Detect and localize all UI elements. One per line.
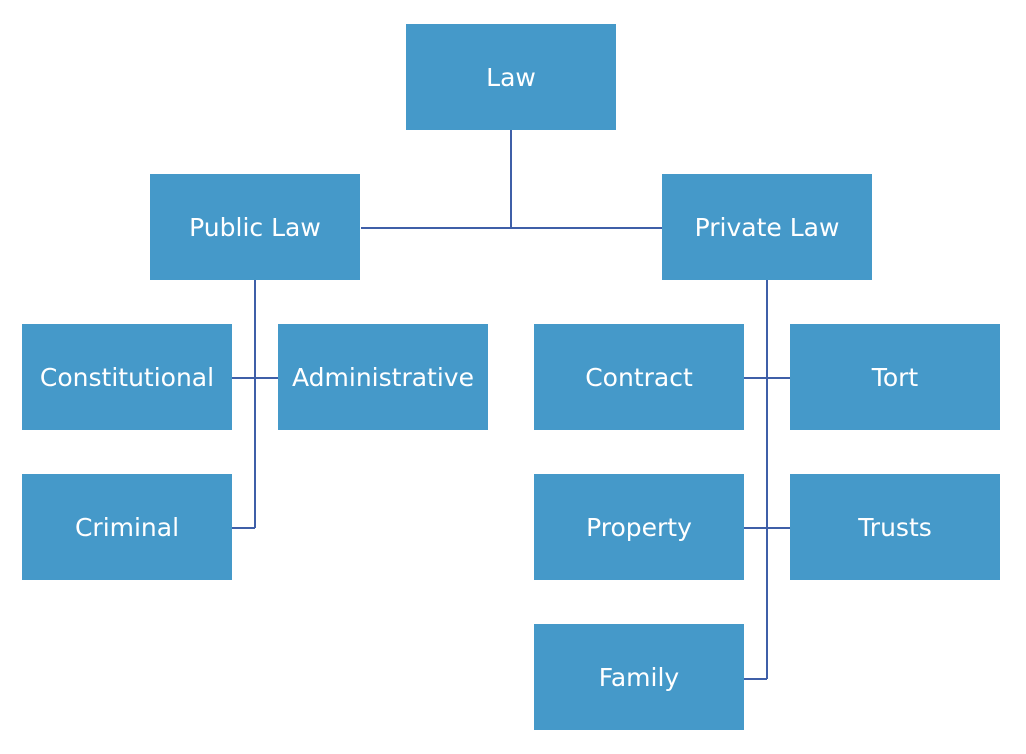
node-private-law: Private Law: [662, 174, 872, 280]
node-label: Family: [598, 662, 680, 692]
node-label: Property: [586, 512, 692, 542]
node-label: Criminal: [74, 512, 180, 542]
node-label: Constitutional: [39, 362, 215, 392]
node-public-law: Public Law: [150, 174, 360, 280]
node-property: Property: [534, 474, 744, 580]
connector-law-branches: [361, 130, 662, 229]
node-administrative: Administrative: [278, 324, 488, 430]
node-label: Tort: [871, 362, 919, 392]
node-contract: Contract: [534, 324, 744, 430]
node-label: Private Law: [694, 212, 840, 242]
node-constitutional: Constitutional: [22, 324, 232, 430]
node-trusts: Trusts: [790, 474, 1000, 580]
node-label: Administrative: [292, 362, 474, 392]
node-criminal: Criminal: [22, 474, 232, 580]
node-label: Public Law: [189, 212, 321, 242]
node-label: Contract: [585, 362, 693, 392]
node-label: Law: [486, 62, 536, 92]
node-label: Trusts: [858, 512, 932, 542]
node-tort: Tort: [790, 324, 1000, 430]
node-family: Family: [534, 624, 744, 730]
node-law: Law: [406, 24, 616, 130]
